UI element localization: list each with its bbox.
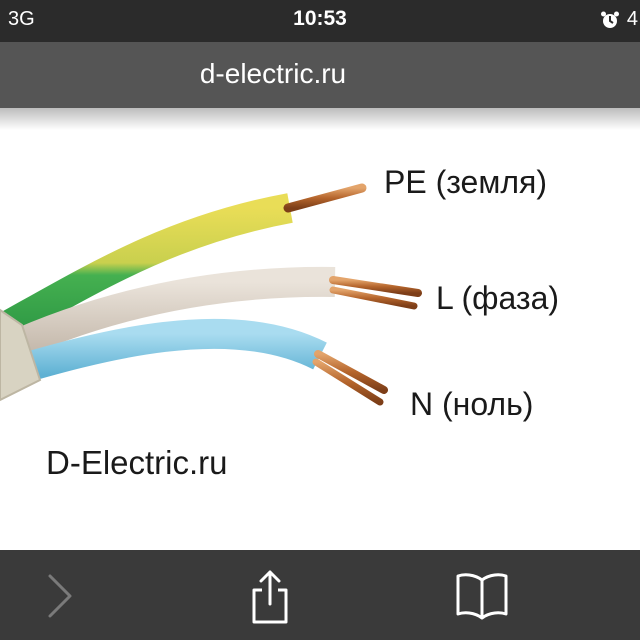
- watermark-text: D-Electric.ru: [46, 444, 228, 481]
- pe-conductor: [283, 183, 367, 213]
- chevron-right-icon[interactable]: [30, 568, 90, 624]
- cable-illustration: [0, 183, 422, 406]
- battery-percent: 4: [626, 8, 638, 30]
- page-image: PE (земля) L (фаза) N (ноль) D-Electric.…: [0, 130, 640, 550]
- browser-toolbar: [0, 550, 640, 640]
- clock: 10:53: [293, 7, 347, 30]
- cable-sheath: [0, 308, 42, 402]
- url-bar[interactable]: d-electric.ru: [0, 42, 640, 108]
- url-text[interactable]: d-electric.ru: [199, 58, 347, 89]
- l-conductor-1: [329, 276, 422, 297]
- alarm-clock-icon: [600, 10, 620, 30]
- n-conductor-1: [314, 350, 388, 394]
- status-bar: 3G 10:53 4: [0, 0, 640, 42]
- pe-wire: [0, 193, 293, 344]
- carrier-label: 3G: [8, 8, 35, 30]
- label-n: N (ноль): [410, 386, 534, 422]
- share-icon[interactable]: [240, 568, 300, 624]
- n-wire: [0, 318, 327, 390]
- n-conductor-2: [312, 358, 384, 406]
- label-l: L (фаза): [436, 280, 560, 316]
- l-conductor-2: [329, 286, 418, 310]
- label-pe: PE (земля): [384, 164, 547, 200]
- l-wire: [0, 266, 336, 366]
- book-icon[interactable]: [452, 568, 512, 624]
- url-bar-shadow: [0, 108, 640, 130]
